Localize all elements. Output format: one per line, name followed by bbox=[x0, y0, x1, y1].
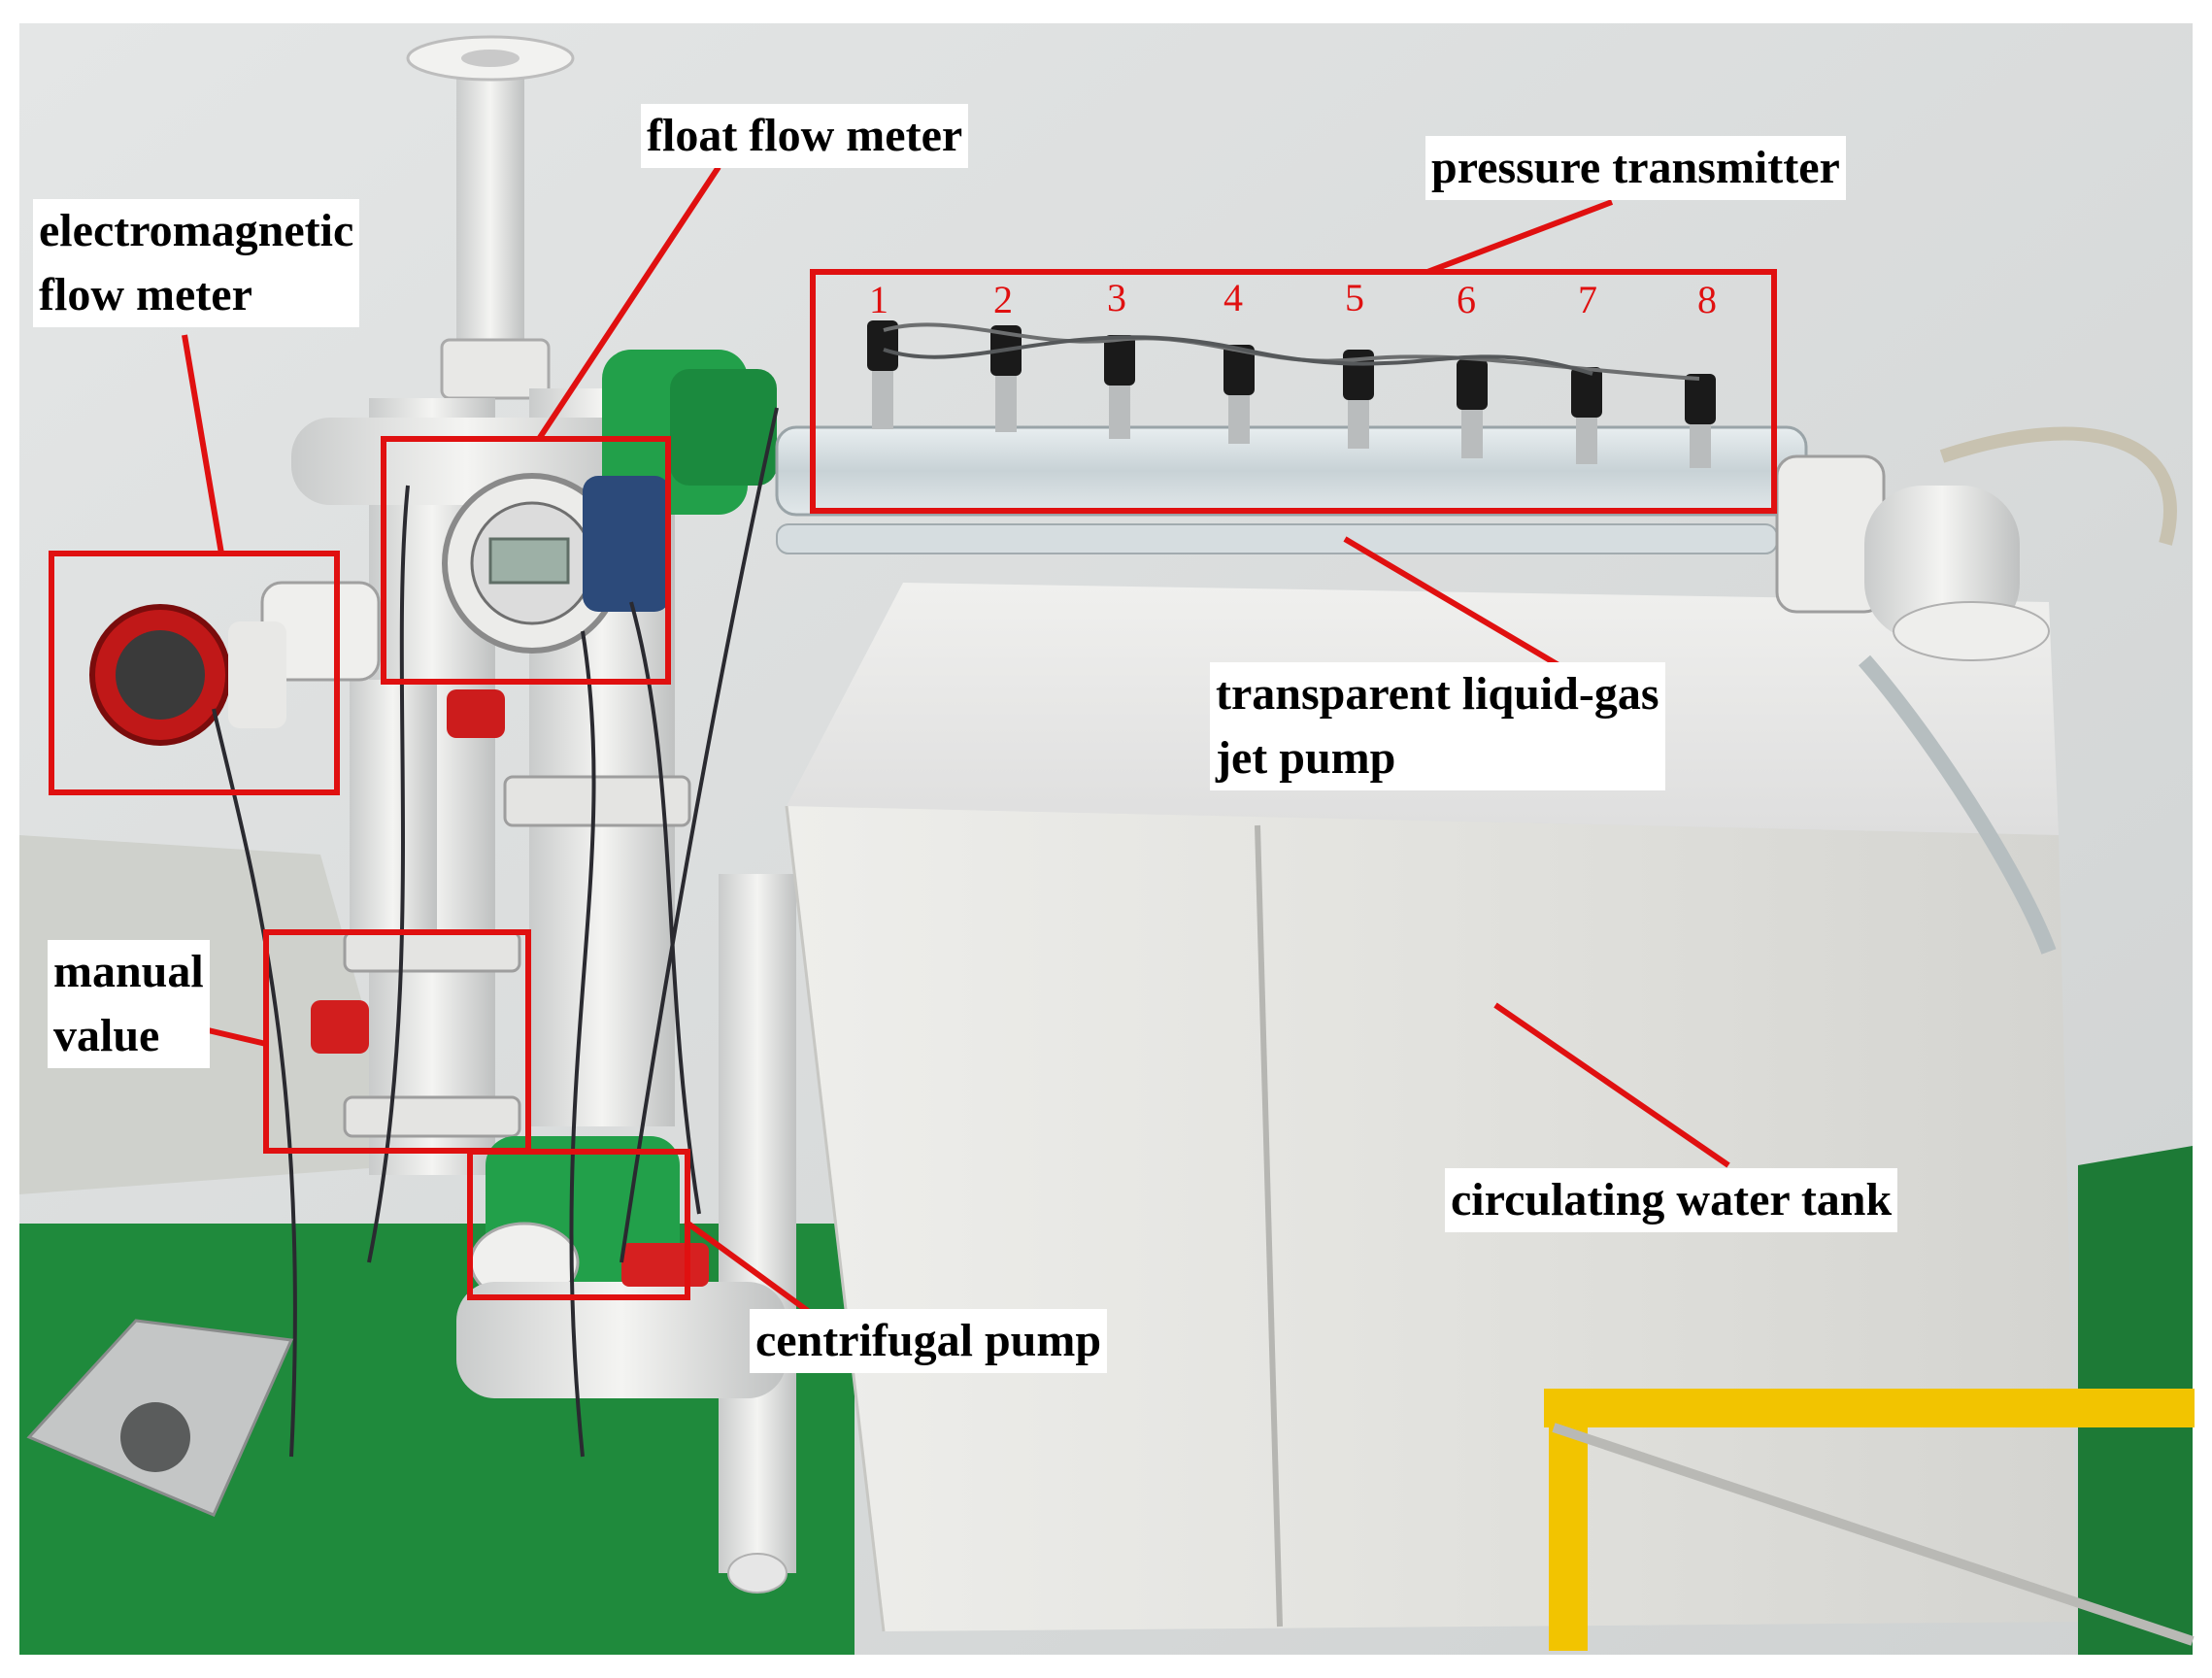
box-float-flow-meter bbox=[381, 436, 671, 685]
sensor-number-4: 4 bbox=[1223, 276, 1243, 319]
label-electromagnetic-line2: flow meter bbox=[39, 269, 252, 320]
sensor-number-5: 5 bbox=[1345, 276, 1364, 319]
label-electromagnetic-line1: electromagnetic bbox=[39, 205, 354, 256]
floor-left-plastic bbox=[19, 835, 408, 1194]
jet-pump-tube bbox=[775, 425, 1808, 517]
label-manual-line1: manual bbox=[53, 946, 204, 997]
leader-manual-valve bbox=[203, 1026, 267, 1047]
label-tank-line: circulating water tank bbox=[1451, 1174, 1893, 1225]
label-float-line: float flow meter bbox=[647, 110, 963, 161]
leader-centrifugal bbox=[684, 1219, 810, 1314]
box-pressure-transmitter bbox=[810, 269, 1777, 514]
label-circulating-water-tank: circulating water tank bbox=[1445, 1168, 1898, 1232]
pressure-transmitters bbox=[867, 320, 1716, 468]
sensor-number-7: 7 bbox=[1578, 278, 1597, 321]
label-pressure-transmitter: pressure transmitter bbox=[1425, 136, 1846, 200]
label-manual-valve: manual value bbox=[48, 940, 210, 1068]
leader-float bbox=[536, 165, 721, 441]
label-manual-line2: value bbox=[53, 1010, 160, 1061]
label-centrifugal-pump: centrifugal pump bbox=[750, 1309, 1108, 1373]
label-jet-pump-line1: transparent liquid-gas bbox=[1216, 668, 1659, 720]
sensor-number-6: 6 bbox=[1457, 278, 1476, 321]
leader-electromagnetic bbox=[182, 334, 224, 554]
label-pressure-line: pressure transmitter bbox=[1431, 142, 1840, 193]
leader-pressure bbox=[1425, 199, 1614, 275]
label-electromagnetic-flow-meter: electromagnetic flow meter bbox=[33, 199, 360, 327]
sensor-number-8: 8 bbox=[1697, 278, 1717, 321]
leader-jet-pump bbox=[1343, 536, 1560, 668]
label-centrifugal-line: centrifugal pump bbox=[755, 1315, 1102, 1366]
sensor-number-3: 3 bbox=[1107, 276, 1126, 319]
label-float-flow-meter: float flow meter bbox=[641, 104, 969, 168]
label-transparent-jet-pump: transparent liquid-gas jet pump bbox=[1210, 662, 1665, 790]
label-jet-pump-line2: jet pump bbox=[1216, 732, 1396, 784]
box-electromagnetic-flow-meter bbox=[49, 551, 340, 795]
leader-tank bbox=[1493, 1002, 1730, 1168]
yellow-frame bbox=[1544, 1389, 2195, 1427]
sensor-number-2: 2 bbox=[993, 278, 1013, 321]
sensor-number-1: 1 bbox=[869, 278, 888, 321]
